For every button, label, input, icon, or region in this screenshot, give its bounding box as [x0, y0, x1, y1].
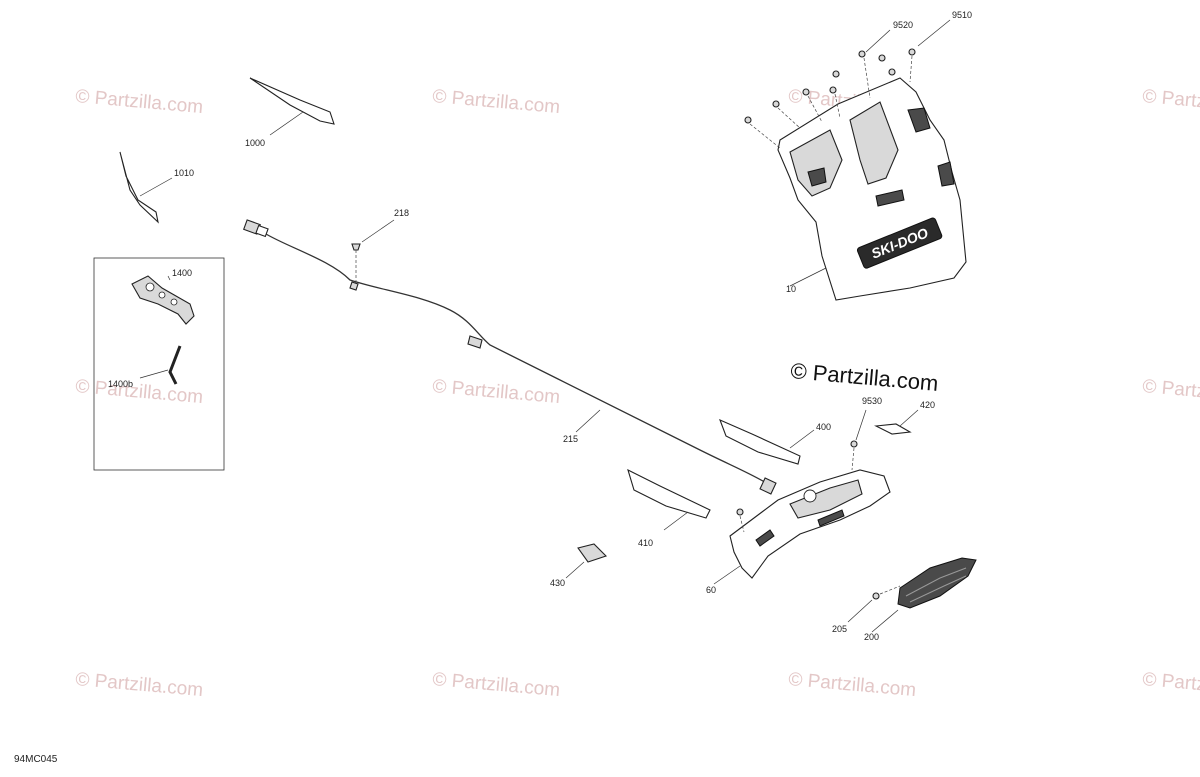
part-200-lamp: 200 [864, 557, 977, 642]
watermark: © Partzilla.com [1142, 86, 1200, 118]
part-410: 410 [627, 468, 711, 548]
watermark-layer: © Partzilla.com © Partzilla.com © Partzi… [75, 86, 1200, 701]
watermark: © Partzilla.com [1142, 669, 1200, 701]
part-218-rivet: 218 [351, 208, 409, 282]
watermark: © Partzilla.com [75, 669, 204, 701]
callout-1400b: 1400b [108, 379, 133, 389]
tool-kit-box: 1400 1400b [93, 257, 225, 471]
hex-key-tool [168, 345, 182, 385]
callout-218: 218 [394, 208, 409, 218]
watermark: © Partzilla.com [75, 86, 204, 118]
watermark: © Partzilla.com [432, 669, 561, 701]
callout-1400: 1400 [172, 268, 192, 278]
watermark: © Partzilla.com [432, 376, 561, 408]
callout-410: 410 [638, 538, 653, 548]
callout-1010: 1010 [174, 168, 194, 178]
part-1000: 1000 [245, 77, 335, 148]
watermark: © Partzilla.com [788, 669, 917, 701]
part-60-housing: 60 [706, 469, 891, 595]
part-1010: 1010 [119, 151, 194, 224]
callout-1000: 1000 [245, 138, 265, 148]
wrench-tool [131, 275, 195, 325]
callout-60: 60 [706, 585, 716, 595]
part-205-screw: 205 [832, 585, 901, 634]
callout-205: 205 [832, 624, 847, 634]
callout-9520: 9520 [893, 20, 913, 30]
part-430: 430 [550, 543, 608, 588]
part-400: 400 [719, 418, 831, 465]
part-420: 420 [874, 400, 935, 435]
callout-9510: 9510 [952, 10, 972, 20]
callout-420: 420 [920, 400, 935, 410]
callout-430: 430 [550, 578, 565, 588]
callout-400: 400 [816, 422, 831, 432]
drawing-code: 94MC045 [14, 754, 58, 765]
watermark: © Partzilla.com [1142, 376, 1200, 408]
callout-200: 200 [864, 632, 879, 642]
part-215-harness: 215 [243, 219, 777, 495]
callout-9530: 9530 [862, 396, 882, 406]
part-9530-screw: 9530 [850, 396, 882, 471]
copyright-text: © Partzilla.com [790, 358, 940, 396]
watermark: © Partzilla.com [432, 86, 561, 118]
callout-215: 215 [563, 434, 578, 444]
callout-10: 10 [786, 284, 796, 294]
screws-9520-9510: 9520 9510 [744, 10, 972, 149]
part-10-rear-panel: SKI-DOO 10 [777, 77, 967, 301]
